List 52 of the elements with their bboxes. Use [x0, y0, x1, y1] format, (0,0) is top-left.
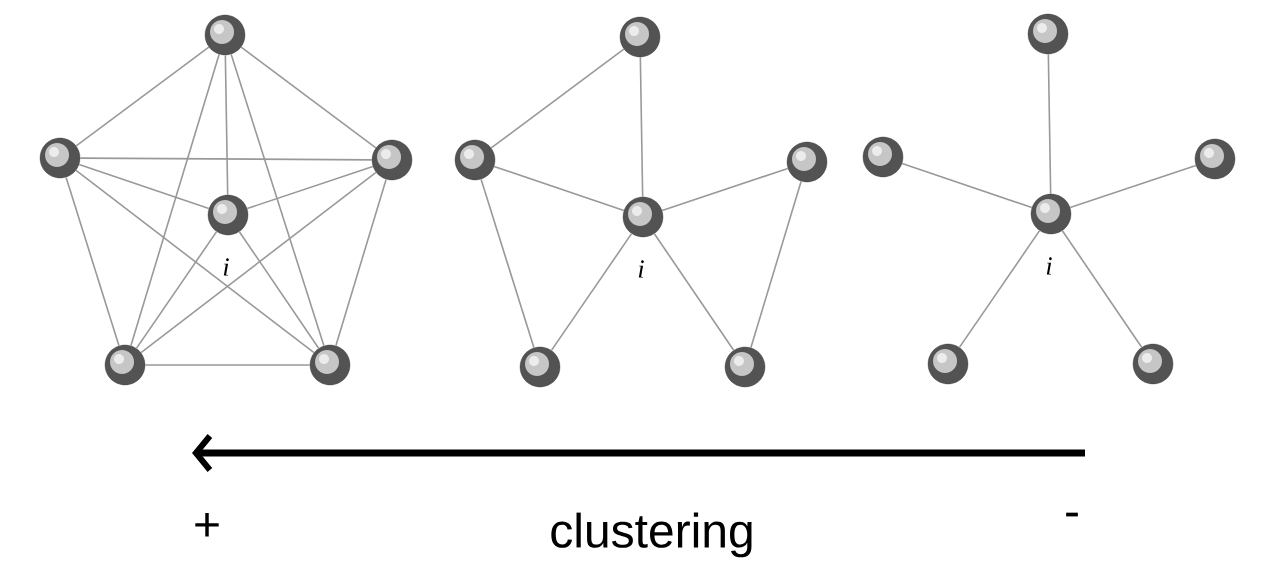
sphere [207, 194, 249, 236]
axis-label: + [195, 513, 219, 537]
line [140, 171, 377, 354]
line [75, 46, 210, 147]
line [130, 53, 220, 347]
axis-label: clustering [551, 512, 752, 558]
sphere [786, 141, 828, 183]
node-label: i [223, 258, 229, 276]
sphere [39, 137, 81, 179]
line [550, 232, 633, 352]
sphere [724, 346, 766, 388]
line [1047, 53, 1052, 195]
sphere [1132, 343, 1174, 385]
line [135, 230, 218, 350]
line [1061, 229, 1143, 349]
sphere [622, 196, 664, 238]
line [335, 178, 387, 347]
line [639, 56, 644, 198]
axis-label: - [1066, 512, 1078, 517]
line [958, 229, 1041, 349]
line [901, 162, 1033, 209]
sphere [204, 14, 246, 56]
line [75, 169, 315, 354]
sphere [309, 344, 351, 386]
sphere [371, 139, 413, 181]
line [661, 167, 789, 212]
line [224, 54, 229, 196]
line [238, 230, 320, 350]
sphere [1194, 138, 1236, 180]
line [750, 180, 802, 349]
line [653, 232, 735, 352]
line [230, 53, 325, 347]
sphere [927, 343, 969, 385]
sphere [1030, 193, 1072, 235]
node-label: i [638, 260, 644, 278]
line [1069, 164, 1197, 209]
line [493, 165, 625, 212]
line [480, 178, 535, 349]
sphere [454, 139, 496, 181]
sphere [104, 344, 146, 386]
line [144, 364, 311, 366]
sphere [862, 136, 904, 178]
line [78, 163, 210, 210]
sphere [519, 346, 561, 388]
line [246, 165, 374, 210]
line [65, 176, 120, 347]
line [490, 48, 625, 149]
node-label: i [1046, 257, 1052, 275]
sphere [1027, 13, 1069, 55]
sphere [619, 16, 661, 58]
line [240, 46, 377, 149]
line [79, 157, 373, 161]
